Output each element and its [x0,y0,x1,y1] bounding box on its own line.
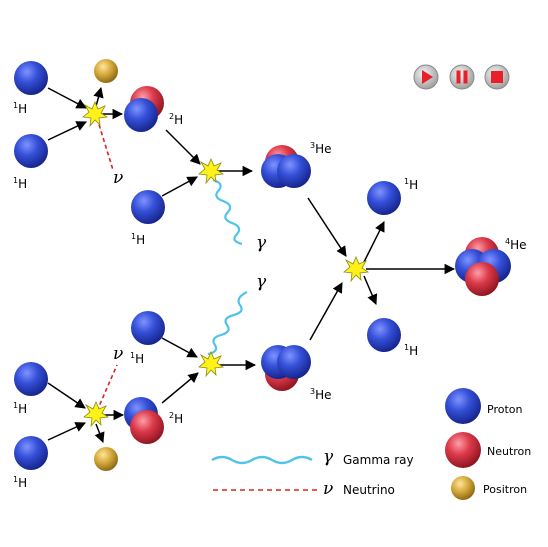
proton-particle [131,190,165,224]
proton-particle [124,98,158,132]
neutrino-paths [96,117,118,412]
gamma-symbol: γ [256,272,267,292]
nu-symbol: ν [113,344,123,364]
label-h1: 1H [13,176,27,191]
legend-proton-label: Proton [487,403,522,416]
label-h2: 2H [169,112,183,127]
legend-gamma-line [211,455,313,465]
stop-icon [491,71,503,83]
particles [14,59,511,500]
label-h1: 1H [404,177,418,192]
symbol-labels: ν γ γ ν [113,168,267,364]
flash-icon [83,400,110,428]
flash-icon [198,350,225,378]
proton-particle [14,61,48,95]
label-he3: 3He [310,141,332,156]
legend-neutrino-symbol: ν [323,479,333,499]
legend: γ Gamma ray ν Neutrino Proton Neutron Po… [211,403,531,499]
legend-neutrino-label: Neutrino [343,483,395,497]
gamma-symbol: γ [256,233,267,253]
flash-icon [198,157,225,185]
flash-icon [82,100,109,128]
legend-gamma-label: Gamma ray [343,453,414,467]
legend-neutron-swatch [445,432,481,468]
label-h1: 1H [13,401,27,416]
label-he4: 4He [505,237,527,252]
proton-particle [14,362,48,396]
legend-gamma-symbol: γ [323,447,334,467]
label-h1: 1H [13,101,27,116]
positron-particle [94,447,118,471]
label-h1: 1H [130,351,144,366]
proton-particle [367,181,401,215]
proton-particle [131,311,165,345]
label-he3: 3He [310,387,332,402]
neutron-particle [465,262,499,296]
proton-particle [14,134,48,168]
legend-neutron-label: Neutron [487,445,531,458]
nu-symbol: ν [113,168,123,188]
proton-particle [277,345,311,379]
positron-particle [94,59,118,83]
gamma-ray-waves [207,178,248,356]
stop-button[interactable] [484,64,510,90]
label-h1: 1H [13,475,27,490]
reaction-arrows [47,86,456,443]
legend-proton-swatch [445,388,481,424]
proton-particle [277,154,311,188]
legend-positron-swatch [451,476,475,500]
flash-icon [343,255,370,283]
legend-positron-label: Positron [483,483,527,496]
label-h2: 2H [169,411,183,426]
label-h1: 1H [131,232,145,247]
play-button[interactable] [413,64,439,90]
proton-particle [367,318,401,352]
pause-button[interactable] [449,64,475,90]
collision-flashes [82,100,370,428]
isotope-labels: 1H 1H 2H 1H 3He 1H 4He 1H 1H 1H 2H 3He 1… [13,101,527,490]
pause-icon [456,70,468,84]
label-h1: 1H [404,343,418,358]
play-icon [422,70,433,84]
proton-particle [14,436,48,470]
neutron-particle [130,410,164,444]
